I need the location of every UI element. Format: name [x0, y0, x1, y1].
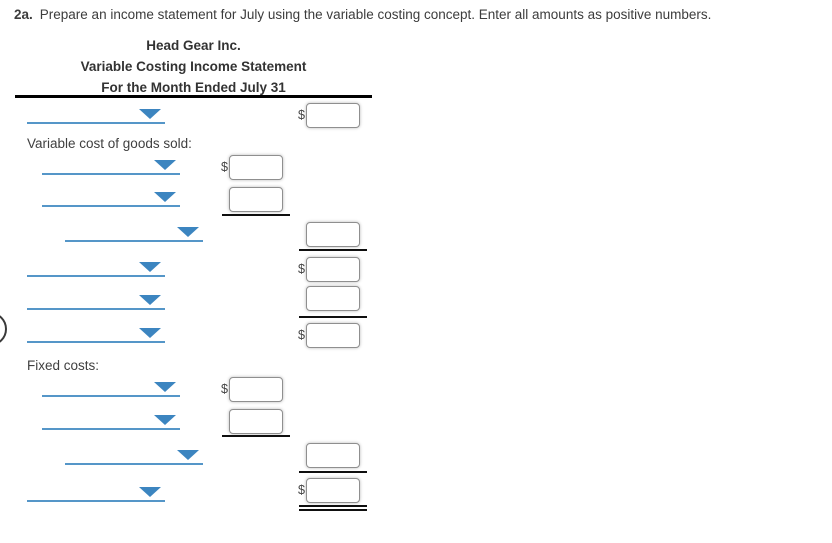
- account-dropdown-3[interactable]: [42, 189, 180, 207]
- dropdown-arrow-icon: [177, 227, 199, 237]
- dropdown-arrow-icon: [139, 109, 161, 119]
- dropdown-arrow-icon: [154, 192, 176, 202]
- dropdown-arrow-icon: [139, 295, 161, 305]
- dollar-sign: $: [221, 160, 228, 174]
- dropdown-arrow-icon: [154, 415, 176, 425]
- dollar-sign: $: [221, 382, 228, 396]
- account-dropdown-11[interactable]: [27, 484, 165, 502]
- grand-total-rule: [299, 505, 367, 511]
- dropdown-arrow-icon: [139, 262, 161, 272]
- subtotal-rule: [299, 471, 367, 473]
- amount-input-2[interactable]: [229, 155, 283, 180]
- subtotal-rule: [299, 316, 367, 318]
- statement-header: Head Gear Inc. Variable Costing Income S…: [15, 35, 372, 98]
- amount-input-4[interactable]: [306, 222, 360, 247]
- amount-input-5[interactable]: [306, 257, 360, 282]
- fixed-costs-section-label: Fixed costs:: [27, 358, 100, 373]
- dropdown-arrow-icon: [154, 160, 176, 170]
- subtotal-rule: [222, 435, 290, 437]
- account-dropdown-9[interactable]: [42, 412, 180, 430]
- account-dropdown-10[interactable]: [65, 447, 203, 465]
- account-dropdown-8[interactable]: [42, 379, 180, 397]
- statement-title: Variable Costing Income Statement: [80, 59, 307, 74]
- account-dropdown-4[interactable]: [65, 224, 203, 242]
- amount-input-1[interactable]: [306, 103, 360, 128]
- amount-input-10[interactable]: [306, 443, 360, 468]
- subtotal-rule: [222, 214, 290, 216]
- dollar-sign: $: [298, 328, 305, 342]
- account-dropdown-5[interactable]: [27, 259, 165, 277]
- instruction-body: Prepare an income statement for July usi…: [39, 7, 712, 22]
- dollar-sign: $: [298, 108, 305, 122]
- subtotal-rule: [299, 249, 367, 251]
- company-name: Head Gear Inc.: [146, 38, 241, 53]
- amount-input-11[interactable]: [306, 478, 360, 503]
- amount-input-8[interactable]: [229, 377, 283, 402]
- amount-input-3[interactable]: [229, 187, 283, 212]
- variable-cogs-section-label: Variable cost of goods sold:: [27, 136, 192, 151]
- statement-period: For the Month Ended July 31: [101, 80, 286, 95]
- dollar-sign: $: [298, 262, 305, 276]
- amount-input-7[interactable]: [306, 323, 360, 348]
- dropdown-arrow-icon: [154, 382, 176, 392]
- account-dropdown-1[interactable]: [27, 106, 165, 124]
- dropdown-arrow-icon: [139, 328, 161, 338]
- dropdown-arrow-icon: [177, 450, 199, 460]
- problem-number: 2a.: [14, 7, 33, 22]
- account-dropdown-2[interactable]: [42, 157, 180, 175]
- dollar-sign: $: [298, 483, 305, 497]
- amount-input-6[interactable]: [306, 286, 360, 311]
- account-dropdown-7[interactable]: [27, 325, 165, 343]
- amount-input-9[interactable]: [229, 409, 283, 434]
- header-rule: [15, 95, 372, 98]
- account-dropdown-6[interactable]: [27, 292, 165, 310]
- instruction-text: 2a. Prepare an income statement for July …: [14, 7, 826, 22]
- clipped-circle-icon: [0, 312, 7, 346]
- dropdown-arrow-icon: [139, 487, 161, 497]
